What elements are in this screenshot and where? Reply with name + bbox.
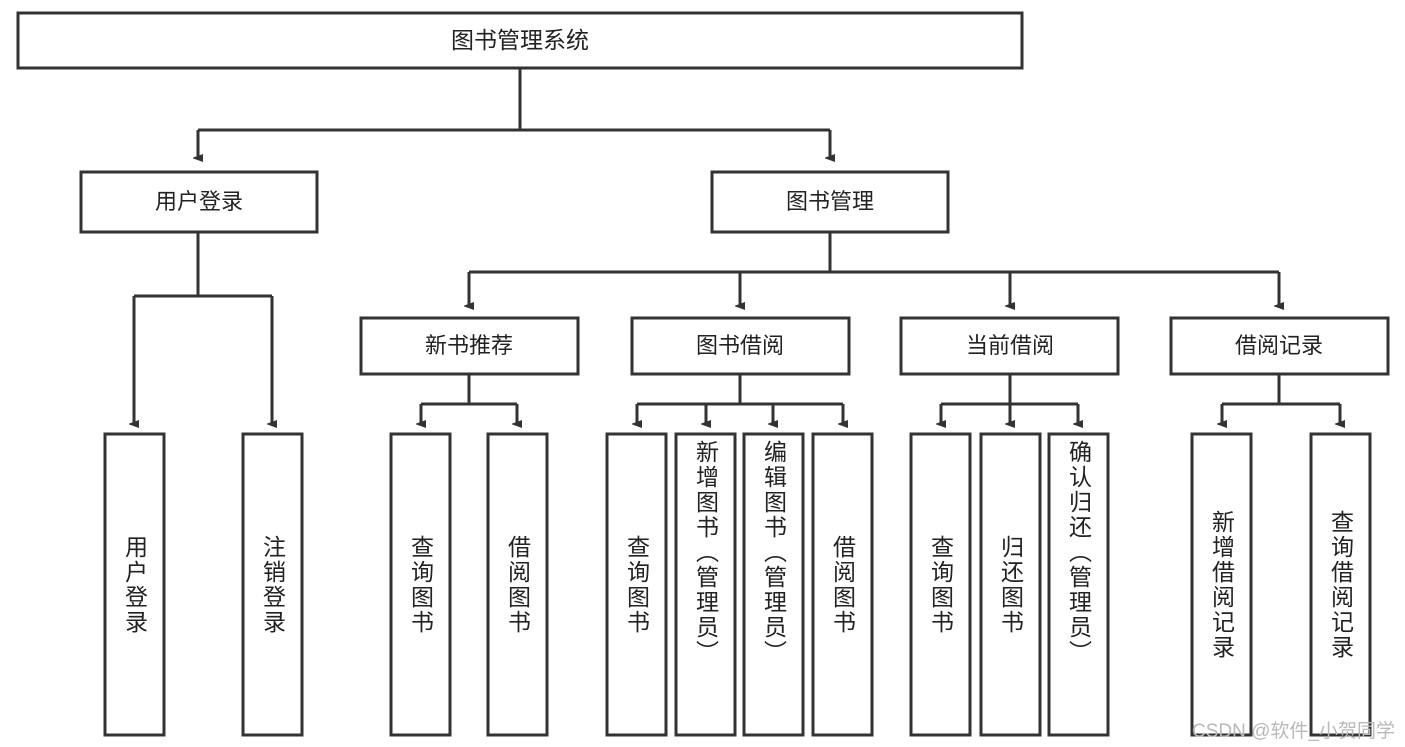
connector-group-records bbox=[1222, 374, 1340, 424]
node-current-borrow-label: 当前借阅 bbox=[966, 333, 1054, 358]
node-book-management-box[interactable] bbox=[710, 170, 950, 234]
leaf-box-add-borrow-record[interactable] bbox=[1190, 432, 1253, 737]
node-book-borrow-label: 图书借阅 bbox=[696, 333, 784, 358]
node-current-borrow[interactable]: 当前借阅 bbox=[899, 316, 1120, 376]
node-borrow-records-label: 借阅记录 bbox=[1235, 333, 1323, 358]
connector-group-current-borrow bbox=[941, 374, 1078, 424]
node-user-login-box[interactable] bbox=[79, 170, 319, 234]
node-book-management[interactable]: 图书管理 bbox=[710, 170, 950, 234]
node-new-book-recommend[interactable]: 新书推荐 bbox=[359, 316, 580, 376]
node-borrow-records[interactable]: 借阅记录 bbox=[1169, 316, 1390, 376]
leaf-box-query-books-2[interactable] bbox=[605, 432, 668, 737]
node-current-borrow-box[interactable] bbox=[899, 316, 1120, 376]
watermark: CSDN @软件_小贺同学 bbox=[1192, 721, 1395, 742]
node-user-login[interactable]: 用户登录 bbox=[79, 170, 319, 234]
leaf-box-return-books[interactable] bbox=[979, 432, 1042, 737]
node-root[interactable]: 图书管理系统 bbox=[16, 11, 1024, 70]
leaf-box-edit-book-admin[interactable] bbox=[742, 432, 805, 737]
node-user-login-label: 用户登录 bbox=[155, 189, 243, 214]
leaf-box-query-books-3[interactable] bbox=[909, 432, 972, 737]
leaf-boxes bbox=[103, 432, 1372, 737]
connector-group-book-mgmt bbox=[469, 232, 1279, 306]
connector-group-root bbox=[198, 68, 830, 158]
node-book-borrow-box[interactable] bbox=[630, 316, 851, 376]
leaf-box-user-login[interactable] bbox=[103, 432, 166, 737]
node-new-book-recommend-label: 新书推荐 bbox=[425, 333, 513, 358]
leaf-box-confirm-return-admin[interactable] bbox=[1047, 432, 1110, 737]
connector-group-new-books bbox=[421, 374, 517, 424]
leaf-box-borrow-books-2[interactable] bbox=[811, 432, 874, 737]
leaf-box-add-book-admin[interactable] bbox=[674, 432, 737, 737]
connector-group-user-login bbox=[134, 232, 272, 424]
leaf-box-borrow-books-1[interactable] bbox=[486, 432, 549, 737]
leaf-box-query-books-1[interactable] bbox=[389, 432, 452, 737]
node-book-borrow[interactable]: 图书借阅 bbox=[630, 316, 851, 376]
node-new-book-recommend-box[interactable] bbox=[359, 316, 580, 376]
node-book-management-label: 图书管理 bbox=[786, 189, 874, 214]
connector-group-borrow bbox=[637, 374, 843, 424]
node-root-box[interactable] bbox=[16, 11, 1024, 70]
leaf-box-query-borrow-record[interactable] bbox=[1309, 432, 1372, 737]
node-borrow-records-box[interactable] bbox=[1169, 316, 1390, 376]
leaf-box-logout[interactable] bbox=[241, 432, 304, 737]
node-root-label: 图书管理系统 bbox=[451, 27, 589, 53]
